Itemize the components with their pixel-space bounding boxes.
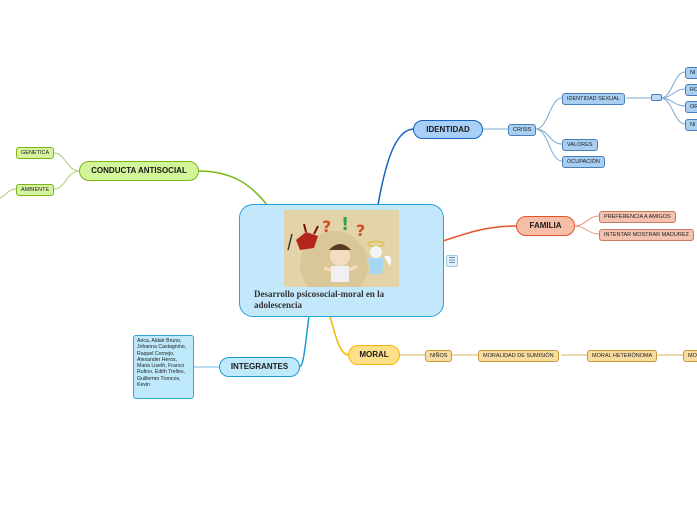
node-ninos[interactable]: NIÑOS (425, 350, 453, 362)
node-moralidad-sumision[interactable]: MORALIDAD DE SUMISIÓN (478, 350, 559, 362)
central-topic[interactable]: ? ? ! Desarrollo psicosocial-moral en la… (239, 204, 444, 317)
link-familia-madurez (573, 225, 600, 235)
link-crisis-ocupacion (535, 128, 563, 162)
link-handle-leaf-1 (660, 71, 686, 99)
node-intentar-mostrar-madurez[interactable]: INTENTAR MOSTRAR MADUREZ (599, 229, 694, 241)
node-genetica[interactable]: GENETICA (16, 147, 54, 159)
node-moral-heteronoma[interactable]: MORAL HETERÓNOMA (587, 350, 658, 362)
note-icon[interactable]: ☰ (446, 255, 458, 267)
central-title: Desarrollo psicosocial-moral en la adole… (254, 289, 385, 310)
link-central-moral (329, 315, 350, 356)
node-moral[interactable]: MORAL (348, 345, 400, 365)
integrantes-list[interactable]: Arica, Aldair Bruno, Johanna Castagnino,… (133, 335, 194, 399)
link-central-integrantes (298, 315, 310, 368)
node-leaf-2[interactable]: RO (685, 84, 697, 96)
node-identidad-sexual[interactable]: IDENTIDAD SEXUAL (562, 93, 625, 105)
svg-text:?: ? (322, 217, 331, 236)
node-ocupacion[interactable]: OCUPACIÓN (562, 156, 605, 168)
node-conducta-antisocial[interactable]: CONDUCTA ANTISOCIAL (79, 161, 199, 181)
link-ambiente-offscreen (0, 188, 17, 199)
link-crisis-identidad-sexual (535, 97, 563, 130)
svg-text:!: ! (341, 214, 349, 235)
svg-text:?: ? (356, 221, 365, 240)
node-leaf-1[interactable]: NI (685, 67, 697, 79)
link-conducta-ambiente (53, 170, 81, 190)
central-illustration: ? ? ! (284, 210, 399, 287)
link-central-conducta (197, 170, 269, 207)
node-leaf-4[interactable]: NI (685, 119, 697, 131)
link-conducta-genetica (53, 152, 81, 172)
link-central-identidad (377, 128, 415, 206)
node-moral-next[interactable]: MO (683, 350, 697, 362)
node-crisis[interactable]: CRISIS (508, 124, 537, 136)
node-identidad[interactable]: IDENTIDAD (413, 120, 483, 139)
link-familia-amigos (573, 215, 600, 227)
node-integrantes[interactable]: INTEGRANTES (219, 357, 300, 377)
link-crisis-valores (535, 128, 563, 145)
link-handle-leaf-4 (660, 97, 686, 125)
node-preferencia-amigos[interactable]: PREFERENCIA A AMIGOS (599, 211, 676, 223)
node-familia[interactable]: FAMILIA (516, 216, 575, 236)
link-central-familia (442, 225, 518, 242)
collapse-handle[interactable] (651, 94, 662, 101)
node-leaf-3[interactable]: OR (685, 101, 697, 113)
node-ambiente[interactable]: AMBIENTE (16, 184, 54, 196)
node-valores[interactable]: VALORES (562, 139, 598, 151)
